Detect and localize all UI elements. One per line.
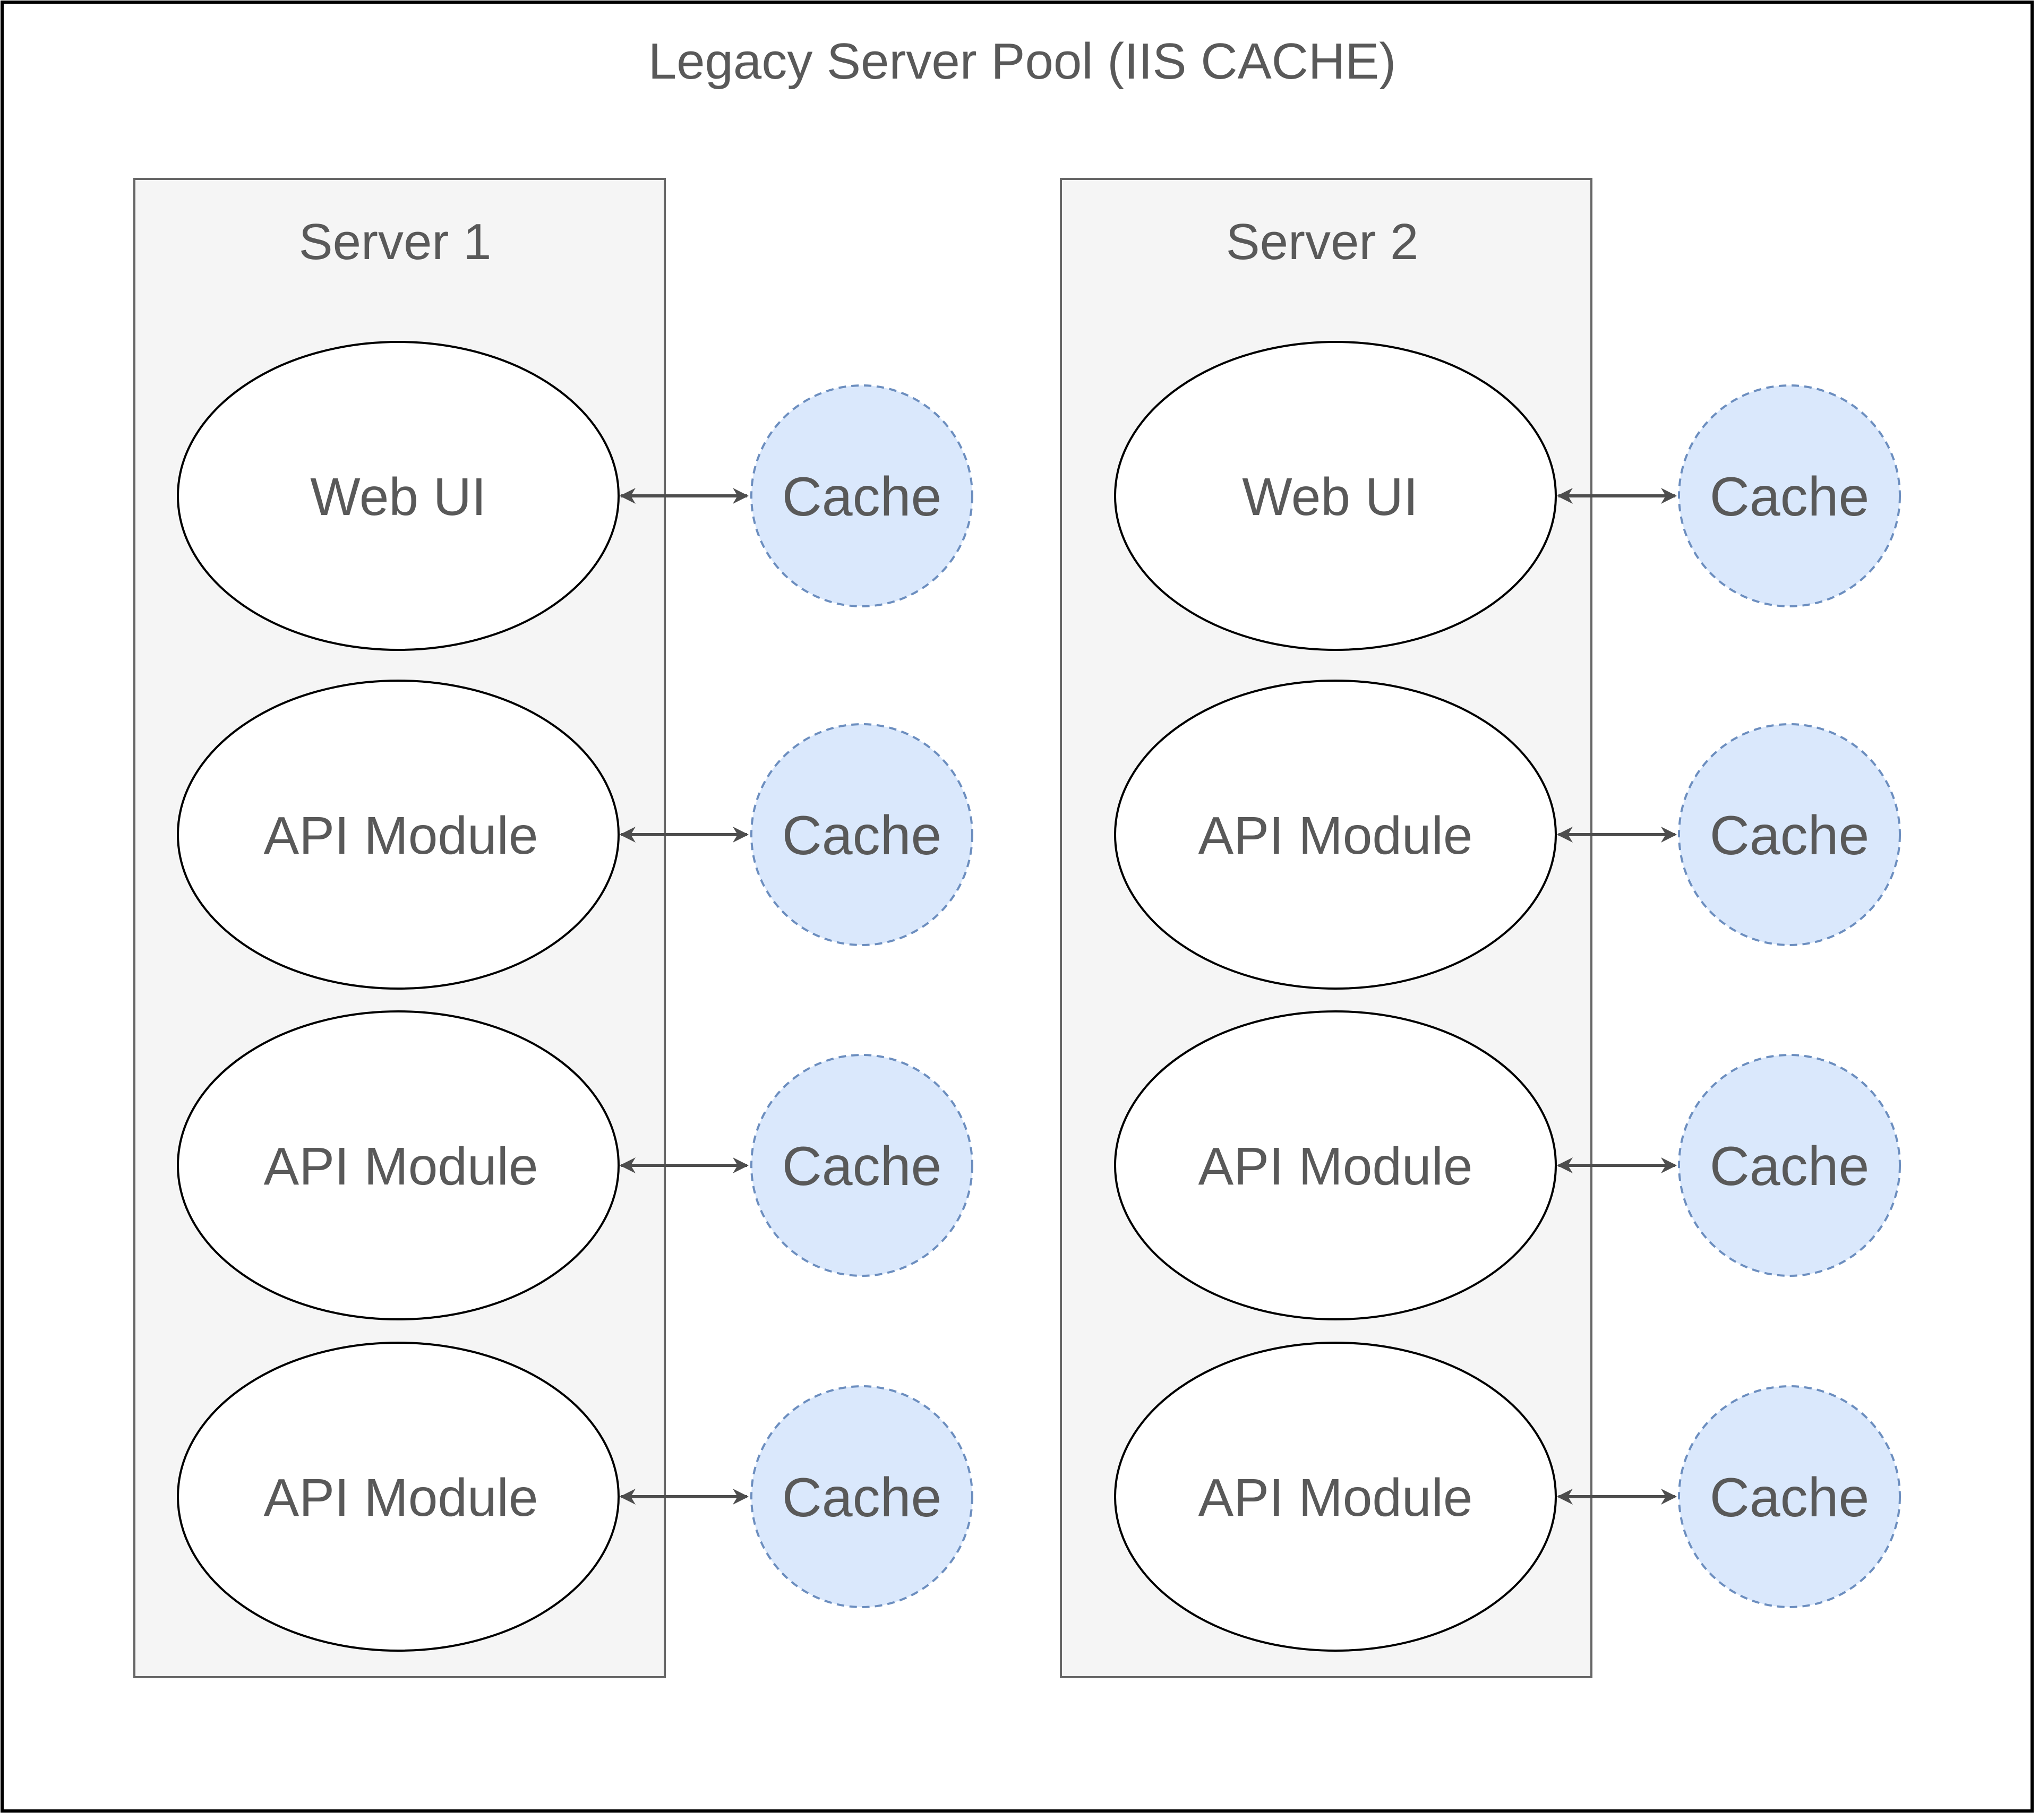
server-group: Server 2 Web UI Cache API Module Cache A… (1060, 178, 1901, 1678)
cache-node: Cache (750, 723, 973, 946)
cache-circle (750, 1054, 973, 1277)
module-ellipse (177, 341, 620, 651)
cache-circle (1678, 384, 1901, 607)
module-node: API Module (177, 1342, 620, 1652)
cache-circle (750, 384, 973, 607)
cache-label: Cache (782, 805, 942, 866)
cache-circle (1678, 1385, 1901, 1608)
cache-circle (750, 1385, 973, 1608)
cache-circle (1678, 1054, 1901, 1277)
module-node: API Module (177, 1010, 620, 1320)
module-node: API Module (1114, 1010, 1557, 1320)
module-label: API Module (1198, 806, 1473, 865)
module-label: API Module (264, 1137, 538, 1196)
cache-node: Cache (1678, 1054, 1901, 1277)
module-ellipse (1114, 680, 1557, 990)
server-group: Server 1 Web UI Cache API Module Cache A… (133, 178, 973, 1678)
cache-label: Cache (782, 466, 942, 528)
cache-node: Cache (750, 384, 973, 607)
module-label: API Module (1198, 1468, 1473, 1527)
module-ellipse (1114, 341, 1557, 651)
cache-node: Cache (750, 1054, 973, 1277)
cache-circle (1678, 723, 1901, 946)
cache-label: Cache (782, 1136, 942, 1197)
server-title: Server 2 (1226, 213, 1419, 270)
cache-node: Cache (1678, 1385, 1901, 1608)
cache-node: Cache (1678, 384, 1901, 607)
module-label: Web UI (310, 467, 486, 527)
cache-node: Cache (750, 1385, 973, 1608)
module-ellipse (1114, 1010, 1557, 1320)
server-title: Server 1 (299, 213, 492, 270)
cache-node: Cache (1678, 723, 1901, 946)
module-ellipse (1114, 1342, 1557, 1652)
cache-circle (750, 723, 973, 946)
cache-label: Cache (1710, 1467, 1870, 1529)
cache-label: Cache (782, 1467, 942, 1529)
module-node: Web UI (1114, 341, 1557, 651)
cache-label: Cache (1710, 466, 1870, 528)
cache-label: Cache (1710, 805, 1870, 866)
module-node: API Module (1114, 1342, 1557, 1652)
module-ellipse (177, 680, 620, 990)
module-ellipse (177, 1010, 620, 1320)
module-label: Web UI (1242, 467, 1418, 527)
module-label: API Module (264, 1468, 538, 1527)
cache-label: Cache (1710, 1136, 1870, 1197)
server-pool-title: Legacy Server Pool (IIS CACHE) (648, 33, 1397, 90)
module-label: API Module (1198, 1137, 1473, 1196)
module-node: Web UI (177, 341, 620, 651)
module-ellipse (177, 1342, 620, 1652)
module-label: API Module (264, 806, 538, 865)
module-node: API Module (1114, 680, 1557, 990)
module-node: API Module (177, 680, 620, 990)
